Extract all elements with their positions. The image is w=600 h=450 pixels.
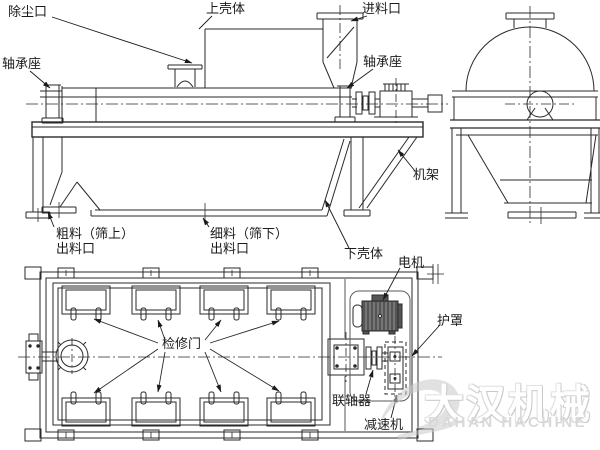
leader-coupling — [365, 369, 374, 395]
leader-feed-inlet — [350, 15, 368, 22]
leader-lines — [29, 15, 440, 419]
watermark-chinese: 大汉机械 — [424, 383, 592, 427]
label-reducer: 减速机 — [364, 417, 404, 432]
leader-dust-port — [51, 16, 193, 64]
plan-coupling — [365, 346, 372, 370]
end-hopper — [456, 134, 598, 224]
label-coarse-outlet-line2: 出料口 — [56, 241, 96, 256]
label-fine-outlet-line2: 出料口 — [210, 241, 250, 256]
front-coupling — [352, 91, 380, 115]
label-fine-outlet-line1: 细料（筛下） — [210, 226, 289, 241]
watermark-english: DAHAN HACHINE — [428, 414, 588, 431]
label-motor: 电机 — [398, 255, 425, 270]
end-view-drawing — [445, 6, 600, 226]
plan-shaft-flange — [55, 338, 89, 374]
plan-drive-train — [327, 264, 444, 431]
inspection-doors-top — [61, 285, 316, 321]
plan-casing — [52, 282, 331, 426]
label-coarse-outlet-line1: 粗料（筛上） — [56, 226, 135, 241]
frame-legs — [25, 136, 418, 222]
label-guard: 护罩 — [437, 313, 464, 328]
label-dust-port: 除尘口 — [8, 4, 48, 19]
label-bearing-right: 轴承座 — [363, 54, 403, 69]
plan-view-drawing — [18, 264, 444, 442]
upper-casing-outline — [204, 28, 323, 88]
label-frame: 机架 — [413, 167, 440, 182]
leader-motor — [382, 267, 401, 301]
leader-frame — [397, 149, 416, 172]
belt-guard-outline — [349, 290, 411, 402]
inspection-doors-bottom — [61, 391, 316, 427]
leader-guard — [411, 325, 440, 357]
front-view-drawing — [25, 5, 448, 222]
drum-band — [61, 86, 352, 122]
label-feed-inlet: 进料口 — [362, 1, 402, 16]
feed-chute — [316, 5, 364, 89]
leader-fine-outlet — [202, 217, 210, 228]
end-top-port — [505, 12, 555, 28]
reducer-guard-outline — [384, 341, 407, 395]
front-gear-drive — [374, 78, 443, 126]
leader-lower-casing — [324, 199, 350, 249]
end-legs — [445, 128, 600, 219]
label-lower-casing: 下壳体 — [344, 246, 384, 261]
dust-port — [167, 64, 203, 88]
leader-bearing-left — [29, 70, 51, 89]
end-shaft-circle — [505, 90, 575, 121]
plan-motor — [352, 294, 403, 335]
label-coupling: 联轴器 — [332, 393, 372, 408]
leader-upper-casing — [198, 15, 213, 30]
label-bearing-left: 轴承座 — [2, 56, 42, 71]
end-dome — [465, 26, 595, 92]
leader-bearing-right — [346, 68, 374, 89]
label-inspection-door: 检修门 — [162, 336, 202, 351]
label-upper-casing: 上壳体 — [206, 1, 246, 16]
end-beam — [450, 119, 600, 129]
lower-casing-hopper — [41, 137, 351, 221]
inspection-door-leaders — [93, 318, 280, 394]
end-band — [452, 90, 598, 120]
frame-beam — [31, 121, 424, 138]
leader-coarse-outlet — [47, 211, 55, 228]
watermark-swoosh-icon — [378, 379, 464, 441]
plan-reducer — [387, 346, 404, 390]
plan-left-bearing-block — [25, 333, 57, 381]
